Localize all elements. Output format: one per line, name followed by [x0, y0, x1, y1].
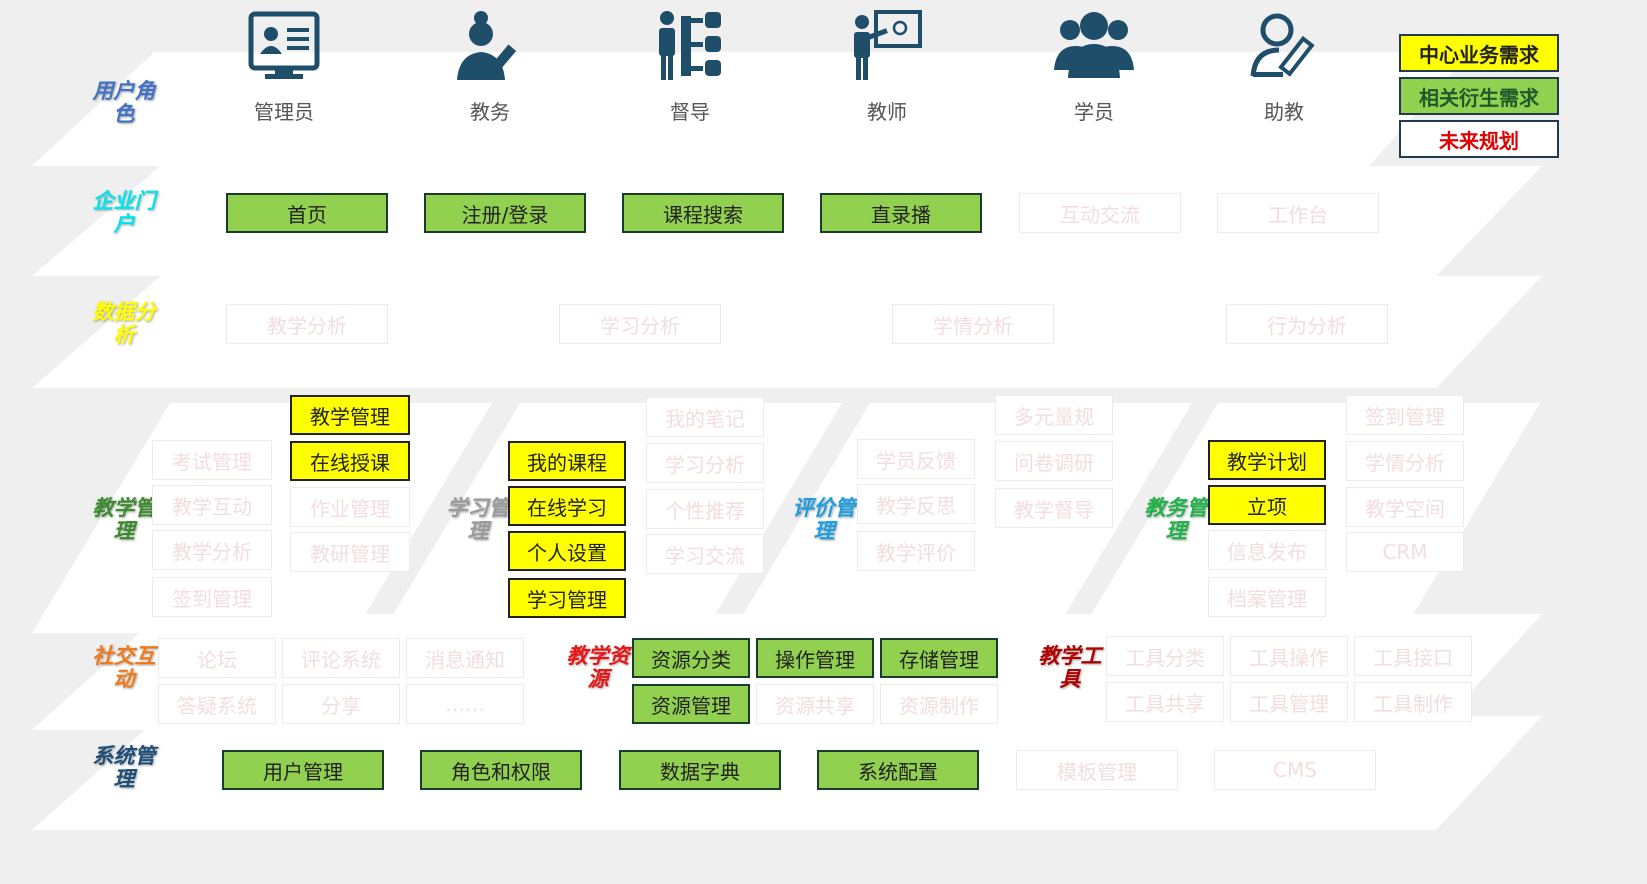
tool-item[interactable]: 工具接口 — [1354, 636, 1472, 676]
resource-item[interactable]: 资源分类 — [632, 638, 750, 678]
user-edit-icon — [1250, 13, 1315, 77]
academic-mgmt-item[interactable]: 信息发布 — [1208, 530, 1326, 570]
learning-mgmt-item[interactable]: 学习管理 — [508, 578, 626, 618]
learning-mgmt-item[interactable]: 个人设置 — [508, 531, 626, 571]
analytics-label: 数据分析 — [92, 300, 156, 347]
learning-mgmt-item[interactable]: 我的笔记 — [646, 397, 764, 437]
evaluation-mgmt-label: 评价管理 — [792, 496, 856, 543]
users-group-icon — [1054, 12, 1134, 78]
system-cms[interactable]: CMS — [1214, 750, 1376, 790]
id-card-icon — [248, 11, 320, 79]
tool-item[interactable]: 工具共享 — [1106, 682, 1224, 722]
role-admin: 管理员 — [214, 8, 354, 125]
role-academic-affairs: 教务 — [420, 8, 560, 125]
academic-mgmt-item[interactable]: CRM — [1346, 532, 1464, 572]
teaching-mgmt-item[interactable]: 考试管理 — [152, 440, 272, 480]
evaluation-mgmt-item[interactable]: 教学反思 — [857, 484, 975, 524]
system-template-mgmt[interactable]: 模板管理 — [1016, 750, 1178, 790]
legend-related-requirements: 相关衍生需求 — [1399, 77, 1559, 115]
academic-mgmt-label: 教务管理 — [1144, 496, 1208, 543]
resource-item[interactable]: 存储管理 — [880, 638, 998, 678]
social-item[interactable]: 答疑系统 — [158, 684, 276, 724]
social-item[interactable]: …… — [406, 684, 524, 724]
social-item[interactable]: 消息通知 — [406, 638, 524, 678]
role-assistant: 助教 — [1214, 8, 1354, 125]
analytics-study-status[interactable]: 学情分析 — [892, 304, 1054, 344]
teaching-mgmt-item[interactable]: 签到管理 — [152, 577, 272, 617]
evaluation-mgmt-item[interactable]: 教学督导 — [995, 488, 1113, 528]
academic-mgmt-item[interactable]: 教学空间 — [1346, 487, 1464, 527]
resources-label: 教学资源 — [566, 644, 630, 691]
resource-item[interactable]: 操作管理 — [756, 638, 874, 678]
social-label: 社交互动 — [92, 644, 156, 691]
portal-workbench[interactable]: 工作台 — [1217, 193, 1379, 233]
learning-mgmt-item[interactable]: 个性推荐 — [646, 489, 764, 529]
role-supervisor: 督导 — [620, 8, 760, 125]
teaching-mgmt-item[interactable]: 教研管理 — [290, 532, 410, 572]
system-roles-permissions[interactable]: 角色和权限 — [420, 750, 582, 790]
resource-item[interactable]: 资源共享 — [756, 684, 874, 724]
academic-mgmt-item[interactable]: 学情分析 — [1346, 441, 1464, 481]
academic-mgmt-item[interactable]: 签到管理 — [1346, 395, 1464, 435]
learning-mgmt-label: 学习管理 — [446, 496, 510, 543]
learning-mgmt-item[interactable]: 学习分析 — [646, 443, 764, 483]
analytics-learning[interactable]: 学习分析 — [559, 304, 721, 344]
role-student: 学员 — [1024, 8, 1164, 125]
teacher-board-icon — [854, 10, 922, 80]
tool-item[interactable]: 工具管理 — [1230, 682, 1348, 722]
teaching-mgmt-label: 教学管理 — [92, 496, 156, 543]
teaching-mgmt-item[interactable]: 在线授课 — [290, 441, 410, 481]
tool-item[interactable]: 工具制作 — [1354, 682, 1472, 722]
system-data-dictionary[interactable]: 数据字典 — [619, 750, 781, 790]
teaching-mgmt-item[interactable]: 教学分析 — [152, 530, 272, 570]
portal-label: 企业门户 — [92, 189, 156, 236]
role-teacher: 教师 — [817, 8, 957, 125]
academic-mgmt-item[interactable]: 档案管理 — [1208, 577, 1326, 617]
role-name: 助教 — [1264, 100, 1304, 124]
system-config[interactable]: 系统配置 — [817, 750, 979, 790]
legend-core-requirements: 中心业务需求 — [1399, 34, 1559, 72]
role-name: 教师 — [867, 100, 907, 124]
teaching-mgmt-item[interactable]: 教学管理 — [290, 395, 410, 435]
woman-writing-icon — [457, 11, 517, 80]
role-name: 学员 — [1074, 100, 1114, 124]
learning-mgmt-item[interactable]: 学习交流 — [646, 534, 764, 574]
tools-label: 教学工具 — [1038, 644, 1102, 691]
social-item[interactable]: 评论系统 — [282, 638, 400, 678]
evaluation-mgmt-item[interactable]: 多元量规 — [995, 395, 1113, 435]
role-name: 管理员 — [254, 100, 314, 124]
system-label: 系统管理 — [92, 744, 156, 791]
teaching-mgmt-item[interactable]: 教学互动 — [152, 485, 272, 525]
learning-mgmt-item[interactable]: 我的课程 — [508, 441, 626, 481]
portal-course-search[interactable]: 课程搜索 — [622, 193, 784, 233]
portal-register-login[interactable]: 注册/登录 — [424, 193, 586, 233]
tool-item[interactable]: 工具操作 — [1230, 636, 1348, 676]
portal-home[interactable]: 首页 — [226, 193, 388, 233]
academic-mgmt-item[interactable]: 教学计划 — [1208, 440, 1326, 480]
role-name: 督导 — [670, 100, 710, 124]
legend-future-plan: 未来规划 — [1399, 120, 1559, 158]
tool-item[interactable]: 工具分类 — [1106, 636, 1224, 676]
role-name: 教务 — [470, 100, 510, 124]
roles-label: 用户角色 — [92, 79, 156, 126]
evaluation-mgmt-item[interactable]: 学员反馈 — [857, 439, 975, 479]
system-user-mgmt[interactable]: 用户管理 — [222, 750, 384, 790]
resource-item[interactable]: 资源管理 — [632, 684, 750, 724]
learning-mgmt-item[interactable]: 在线学习 — [508, 486, 626, 526]
analytics-teaching[interactable]: 教学分析 — [226, 304, 388, 344]
portal-interaction[interactable]: 互动交流 — [1019, 193, 1181, 233]
portal-live-recorded[interactable]: 直录播 — [820, 193, 982, 233]
roles-layer — [32, 52, 1470, 166]
evaluation-mgmt-item[interactable]: 教学评价 — [857, 531, 975, 571]
social-item[interactable]: 分享 — [282, 684, 400, 724]
evaluation-mgmt-item[interactable]: 问卷调研 — [995, 441, 1113, 481]
academic-mgmt-item[interactable]: 立项 — [1208, 485, 1326, 525]
social-item[interactable]: 论坛 — [158, 638, 276, 678]
teaching-mgmt-item[interactable]: 作业管理 — [290, 487, 410, 527]
resource-item[interactable]: 资源制作 — [880, 684, 998, 724]
hierarchy-person-icon — [659, 11, 721, 80]
analytics-behavior[interactable]: 行为分析 — [1226, 304, 1388, 344]
